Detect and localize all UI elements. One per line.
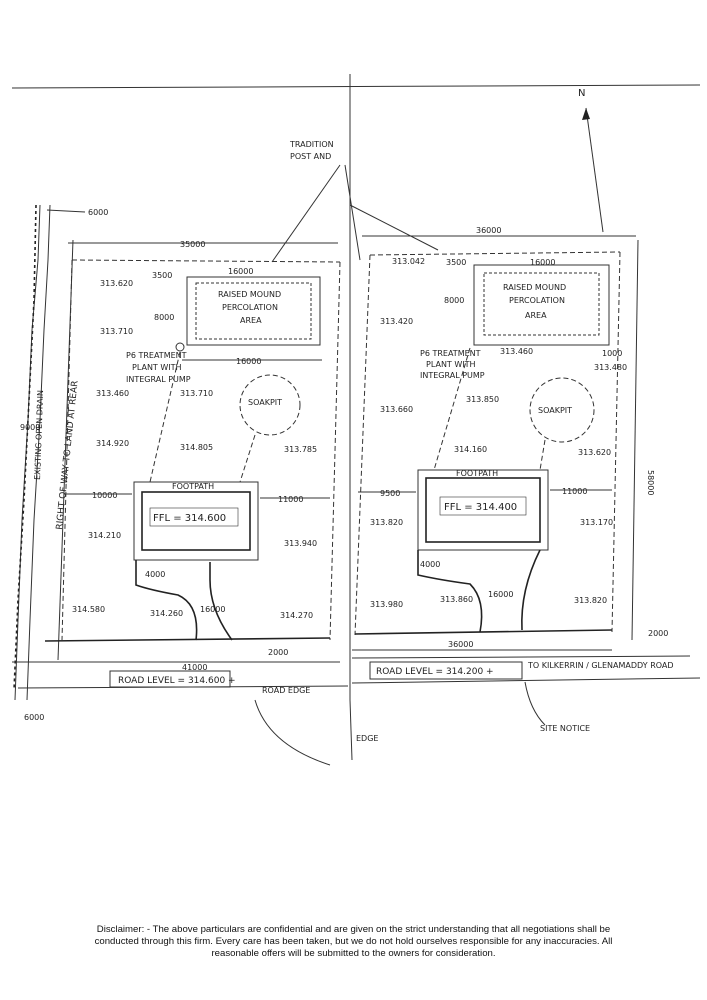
left-perc-line1: RAISED MOUND — [218, 290, 281, 299]
left-ffl: FFL = 314.600 — [153, 513, 226, 524]
right-level-9: 313.820 — [370, 518, 403, 527]
right-of-way-label: RIGHT OF WAY TO LAND AT REAR — [55, 380, 81, 530]
left-road-level: ROAD LEVEL = 314.600 + — [118, 676, 236, 686]
right-level-1: 313.042 — [392, 257, 425, 266]
left-soakpit: SOAKPIT — [248, 398, 282, 407]
left-level-10: 314.580 — [72, 605, 105, 614]
right-dim-36000: 36000 — [476, 226, 501, 235]
right-footpath: FOOTPATH — [456, 469, 498, 478]
left-dim-11000: 11000 — [278, 495, 303, 504]
right-dim-58000: 58000 — [646, 470, 655, 495]
left-footpath: FOOTPATH — [172, 482, 214, 491]
left-dim-16000-drive: 16000 — [200, 605, 225, 614]
right-dim-3500: 3500 — [446, 258, 466, 267]
right-level-4: 313.480 — [594, 363, 627, 372]
left-dim-2000: 2000 — [268, 648, 288, 657]
left-dim-41000: 41000 — [182, 663, 207, 672]
tradition-post-label: TRADITION POST AND — [271, 140, 439, 263]
right-treat-line1: P6 TREATMENT — [420, 349, 481, 358]
left-treat-line3: INTEGRAL PUMP — [126, 375, 191, 384]
left-treat-line2: PLANT WITH — [132, 363, 182, 372]
right-dim-16000-drive: 16000 — [488, 590, 513, 599]
left-perc-line2: PERCOLATION — [222, 303, 278, 312]
left-dim-16000-top: 16000 — [228, 267, 253, 276]
left-dim-10000: 10000 — [92, 491, 117, 500]
left-level-9: 313.940 — [284, 539, 317, 548]
drain-label: EXISTING OPEN DRAIN — [33, 390, 45, 480]
right-dim-16000: 16000 — [530, 258, 555, 267]
right-level-3: 313.460 — [500, 347, 533, 356]
left-dim-35000: 35000 — [180, 240, 205, 249]
right-level-5: 313.660 — [380, 405, 413, 414]
right-dim-36000-bottom: 36000 — [448, 640, 473, 649]
left-level-3: 313.460 — [96, 389, 129, 398]
site-notice-label: SITE NOTICE — [540, 724, 590, 733]
right-soakpit: SOAKPIT — [538, 406, 572, 415]
left-dim-16000-bottom: 16000 — [236, 357, 261, 366]
right-dim-9500: 9500 — [380, 489, 400, 498]
right-treat-line2: PLANT WITH — [426, 360, 476, 369]
right-level-7: 314.160 — [454, 445, 487, 454]
left-level-11: 314.260 — [150, 609, 183, 618]
left-level-4: 313.710 — [180, 389, 213, 398]
road-edge-right: EDGE — [356, 734, 378, 743]
left-dim-3500: 3500 — [152, 271, 172, 280]
right-perc-line1: RAISED MOUND — [503, 283, 566, 292]
right-level-10: 313.170 — [580, 518, 613, 527]
left-level-6: 314.805 — [180, 443, 213, 452]
left-treat-line1: P6 TREATMENT — [126, 351, 187, 360]
north-arrow-icon: N — [578, 88, 604, 233]
road-edge-left: ROAD EDGE — [262, 686, 310, 695]
to-kilkerrin-label: TO KILKERRIN / GLENAMADDY ROAD — [527, 661, 674, 670]
tradition-post-line1: TRADITION — [289, 140, 334, 149]
right-road-level: ROAD LEVEL = 314.200 + — [376, 667, 494, 677]
left-level-1: 313.620 — [100, 279, 133, 288]
left-perc-line3: AREA — [240, 316, 262, 325]
left-site: 35000 RAISED MOUND PERCOLATION AREA 1600… — [12, 240, 349, 766]
right-dim-2000: 2000 — [648, 629, 668, 638]
disclaimer-text: Disclaimer: - The above particulars are … — [94, 924, 613, 959]
north-label: N — [578, 88, 585, 99]
right-treat-line3: INTEGRAL PUMP — [420, 371, 485, 380]
left-level-8: 314.210 — [88, 531, 121, 540]
right-ffl: FFL = 314.400 — [444, 502, 517, 513]
right-level-6: 313.850 — [466, 395, 499, 404]
right-level-2: 313.420 — [380, 317, 413, 326]
left-dim-9000: 9000 — [20, 423, 40, 432]
right-level-12: 313.860 — [440, 595, 473, 604]
left-dim-4000: 4000 — [145, 570, 165, 579]
right-level-8: 313.620 — [578, 448, 611, 457]
right-dim-8000: 8000 — [444, 296, 464, 305]
tradition-post-line2: POST AND — [290, 152, 331, 161]
left-dim-8000: 8000 — [154, 313, 174, 322]
left-level-2: 313.710 — [100, 327, 133, 336]
left-dim-6000-bottom: 6000 — [24, 713, 44, 722]
right-dim-1000: 1000 — [602, 349, 622, 358]
left-level-7: 313.785 — [284, 445, 317, 454]
right-dim-4000: 4000 — [420, 560, 440, 569]
existing-open-drain: EXISTING OPEN DRAIN — [13, 204, 51, 701]
right-site: 36000 RAISED MOUND PERCOLATION AREA 1600… — [351, 226, 701, 743]
right-perc-line3: AREA — [525, 311, 547, 320]
left-level-12: 314.270 — [280, 611, 313, 620]
right-level-11: 313.980 — [370, 600, 403, 609]
right-level-13: 313.820 — [574, 596, 607, 605]
dim-6000-top: 6000 — [88, 208, 108, 217]
left-level-5: 314.920 — [96, 439, 129, 448]
right-dim-11000: 11000 — [562, 487, 587, 496]
right-perc-line2: PERCOLATION — [509, 296, 565, 305]
